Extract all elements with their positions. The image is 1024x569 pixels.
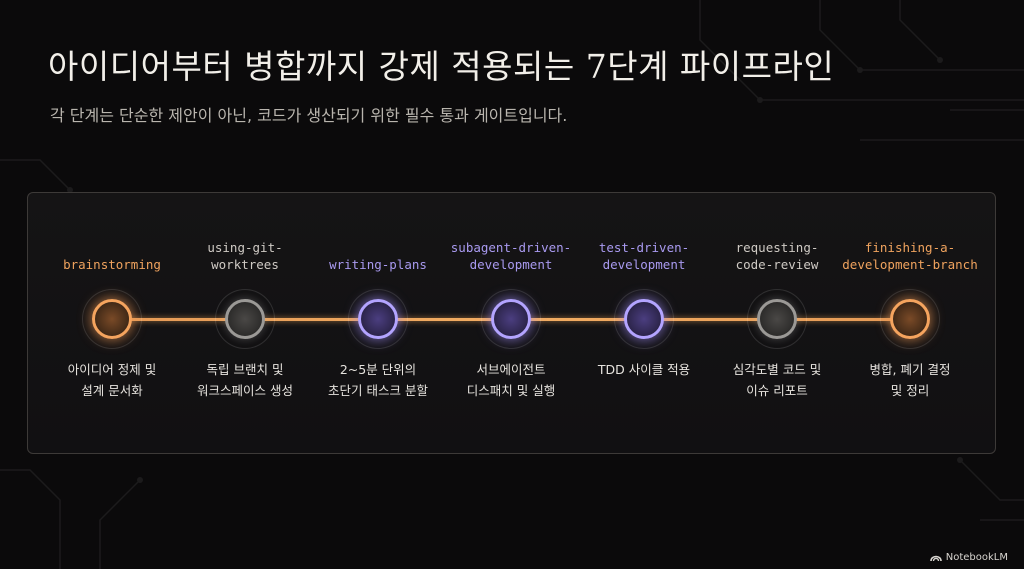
brand-watermark: NotebookLM bbox=[929, 551, 1008, 563]
pipeline-step: writing-plans 2~5분 단위의 초단기 태스크 분할 bbox=[303, 193, 453, 455]
pipeline-panel: brainstorming 아이디어 정제 및 설계 문서화 using-git- … bbox=[27, 192, 996, 454]
pipeline-step: subagent-driven- development 서브에이전트 디스패치 … bbox=[436, 193, 586, 455]
step-skill-label: using-git- worktrees bbox=[207, 240, 283, 272]
step-node bbox=[92, 299, 132, 339]
step-node bbox=[491, 299, 531, 339]
step-node bbox=[358, 299, 398, 339]
step-skill-label: requesting- code-review bbox=[735, 240, 819, 272]
step-node bbox=[890, 299, 930, 339]
step-description: 심각도별 코드 및 이슈 리포트 bbox=[732, 362, 822, 398]
step-description: 아이디어 정제 및 설계 문서화 bbox=[67, 362, 157, 398]
step-skill-label: writing-plans bbox=[329, 257, 427, 272]
step-node bbox=[624, 299, 664, 339]
step-skill-label: test-driven- development bbox=[598, 240, 690, 272]
page-title: 아이디어부터 병합까지 강제 적용되는 7단계 파이프라인 bbox=[48, 47, 835, 86]
pipeline-step: using-git- worktrees 독립 브랜치 및 워크스페이스 생성 bbox=[170, 193, 320, 455]
step-description: 서브에이전트 디스패치 및 실행 bbox=[466, 362, 556, 398]
pipeline-step: finishing-a- development-branch 병합, 폐기 결정… bbox=[835, 193, 985, 455]
brand-name: NotebookLM bbox=[945, 551, 1008, 563]
step-skill-label: subagent-driven- development bbox=[450, 240, 572, 272]
step-description: 병합, 폐기 결정 및 정리 bbox=[869, 362, 951, 398]
pipeline-step: brainstorming 아이디어 정제 및 설계 문서화 bbox=[37, 193, 187, 455]
step-node bbox=[757, 299, 797, 339]
step-skill-label: finishing-a- development-branch bbox=[842, 240, 978, 272]
pipeline-step: requesting- code-review 심각도별 코드 및 이슈 리포트 bbox=[702, 193, 852, 455]
page-subtitle: 각 단계는 단순한 제안이 아닌, 코드가 생산되기 위한 필수 통과 게이트입… bbox=[50, 106, 568, 125]
step-description: 독립 브랜치 및 워크스페이스 생성 bbox=[197, 362, 293, 398]
step-description: TDD 사이클 적용 bbox=[597, 362, 691, 377]
step-skill-label: brainstorming bbox=[63, 257, 161, 272]
step-node bbox=[225, 299, 265, 339]
step-description: 2~5분 단위의 초단기 태스크 분할 bbox=[328, 362, 428, 398]
notebooklm-logo-icon bbox=[929, 555, 942, 562]
